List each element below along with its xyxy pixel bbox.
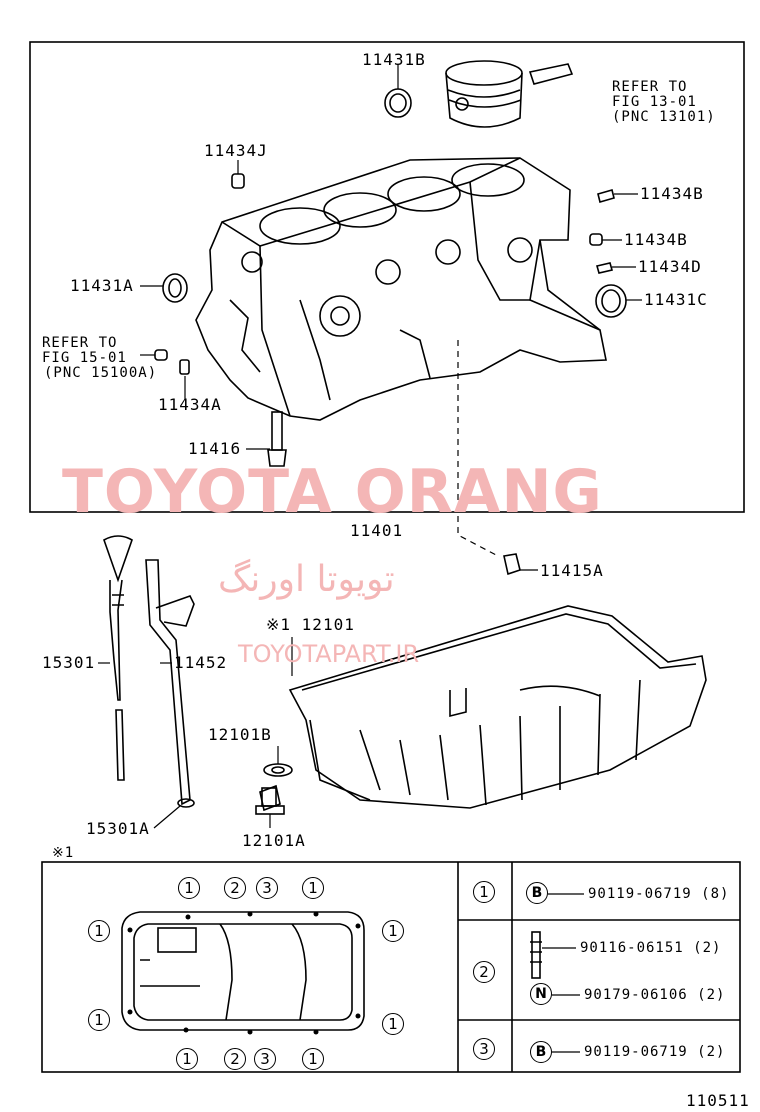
oil-pan-drawing [288,605,707,809]
gasket-detail-drawing [121,911,365,1031]
bolt-b-icon: B [526,882,548,904]
label-11431B: 11431B [362,50,426,69]
watermark-persian: تویوتا اورنگ [218,559,395,600]
engine-block-frame [29,41,745,513]
callout-1: 1 [88,920,110,942]
label-11434A: 11434A [158,395,222,414]
watermark-url: TOYOTAPART.IR [238,640,420,668]
bolt-b-icon: B [530,1041,552,1063]
part-number-90119-06719-2: 90119-06719 (2) [584,1044,726,1060]
label-11452: 11452 [174,653,228,672]
part-number-90179-06106: 90179-06106 (2) [584,987,726,1003]
label-11431A: 11431A [70,276,134,295]
seal-11431B [384,88,412,118]
label-11415A: 11415A [540,561,604,580]
callout-1: 1 [302,877,324,899]
legend-note-mark: ※1 [52,845,75,861]
callout-1: 1 [178,877,200,899]
refer-block-line1: REFER TO [42,335,118,351]
callout-1: 1 [382,920,404,942]
label-11401: 11401 [350,521,404,540]
table-key-3: 3 [473,1038,495,1060]
refer-piston-line3: (PNC 13101) [612,109,716,125]
table-key-2: 2 [473,961,495,983]
label-11434B-upper: 11434B [640,184,704,203]
refer-block-line2: FIG 15-01 [42,350,127,366]
figure-code: 110511 [686,1091,750,1110]
piston-drawing [445,60,574,128]
callout-3: 3 [256,877,278,899]
callout-1: 1 [88,1009,110,1031]
cylinder-block-drawing [195,157,607,421]
part-number-90116-06151: 90116-06151 (2) [580,940,722,956]
stud-bolt-icon [530,931,542,979]
refer-block-line3: (PNC 15100A) [44,365,158,381]
callout-1: 1 [382,1013,404,1035]
watermark-brand: TOYOTA ORANG [62,457,603,527]
refer-piston-line2: FIG 13-01 [612,94,697,110]
label-12101B: 12101B [208,725,272,744]
dipstick-guide [145,559,195,808]
label-11434D: 11434D [638,257,702,276]
nut-n-icon: N [530,983,552,1005]
drain-plug-12101A [255,784,285,815]
callout-1: 1 [176,1048,198,1070]
table-key-1: 1 [473,881,495,903]
label-11431C: 11431C [644,290,708,309]
label-11434J: 11434J [204,141,268,160]
label-12101A: 12101A [242,831,306,850]
callout-1: 1 [302,1048,324,1070]
refer-piston-line1: REFER TO [612,79,688,95]
bolt-11416 [267,411,287,467]
callout-2: 2 [224,877,246,899]
label-15301: 15301 [42,653,96,672]
dipstick [103,535,133,781]
legend-frame [41,861,741,1073]
label-11434B-lower: 11434B [624,230,688,249]
part-number-90119-06719-8: 90119-06719 (8) [588,886,730,902]
label-12101: ※1 12101 [266,615,355,634]
callout-2: 2 [224,1048,246,1070]
label-15301A: 15301A [86,819,150,838]
label-11416: 11416 [188,439,242,458]
callout-3: 3 [254,1048,276,1070]
